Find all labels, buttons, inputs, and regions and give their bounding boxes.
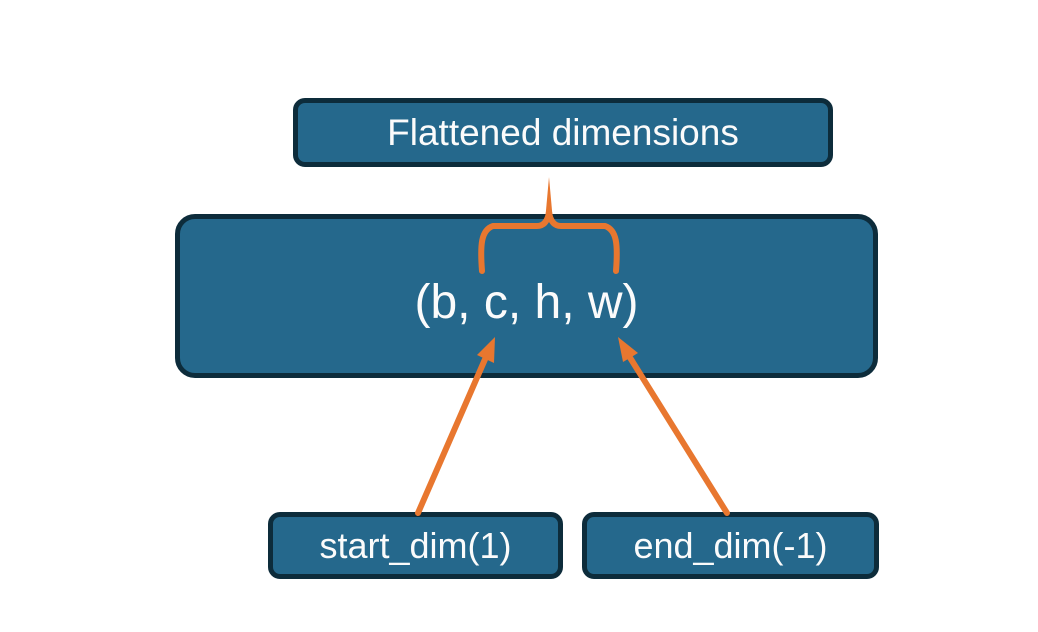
- brace-stem: [545, 177, 553, 216]
- node-flattened-dimensions: Flattened dimensions: [293, 98, 833, 167]
- node-end-dim: end_dim(-1): [582, 512, 879, 579]
- arrow-start-dim-line: [415, 354, 489, 516]
- node-end-dim-label: end_dim(-1): [633, 524, 828, 566]
- node-tensor-label: (b, c, h, w): [414, 275, 639, 329]
- node-start-dim-label: start_dim(1): [319, 524, 512, 566]
- arrow-end-dim-line: [626, 353, 730, 516]
- node-tensor-shape: (b, c, h, w): [175, 214, 878, 378]
- node-start-dim: start_dim(1): [268, 512, 563, 579]
- node-flattened-label: Flattened dimensions: [387, 111, 739, 153]
